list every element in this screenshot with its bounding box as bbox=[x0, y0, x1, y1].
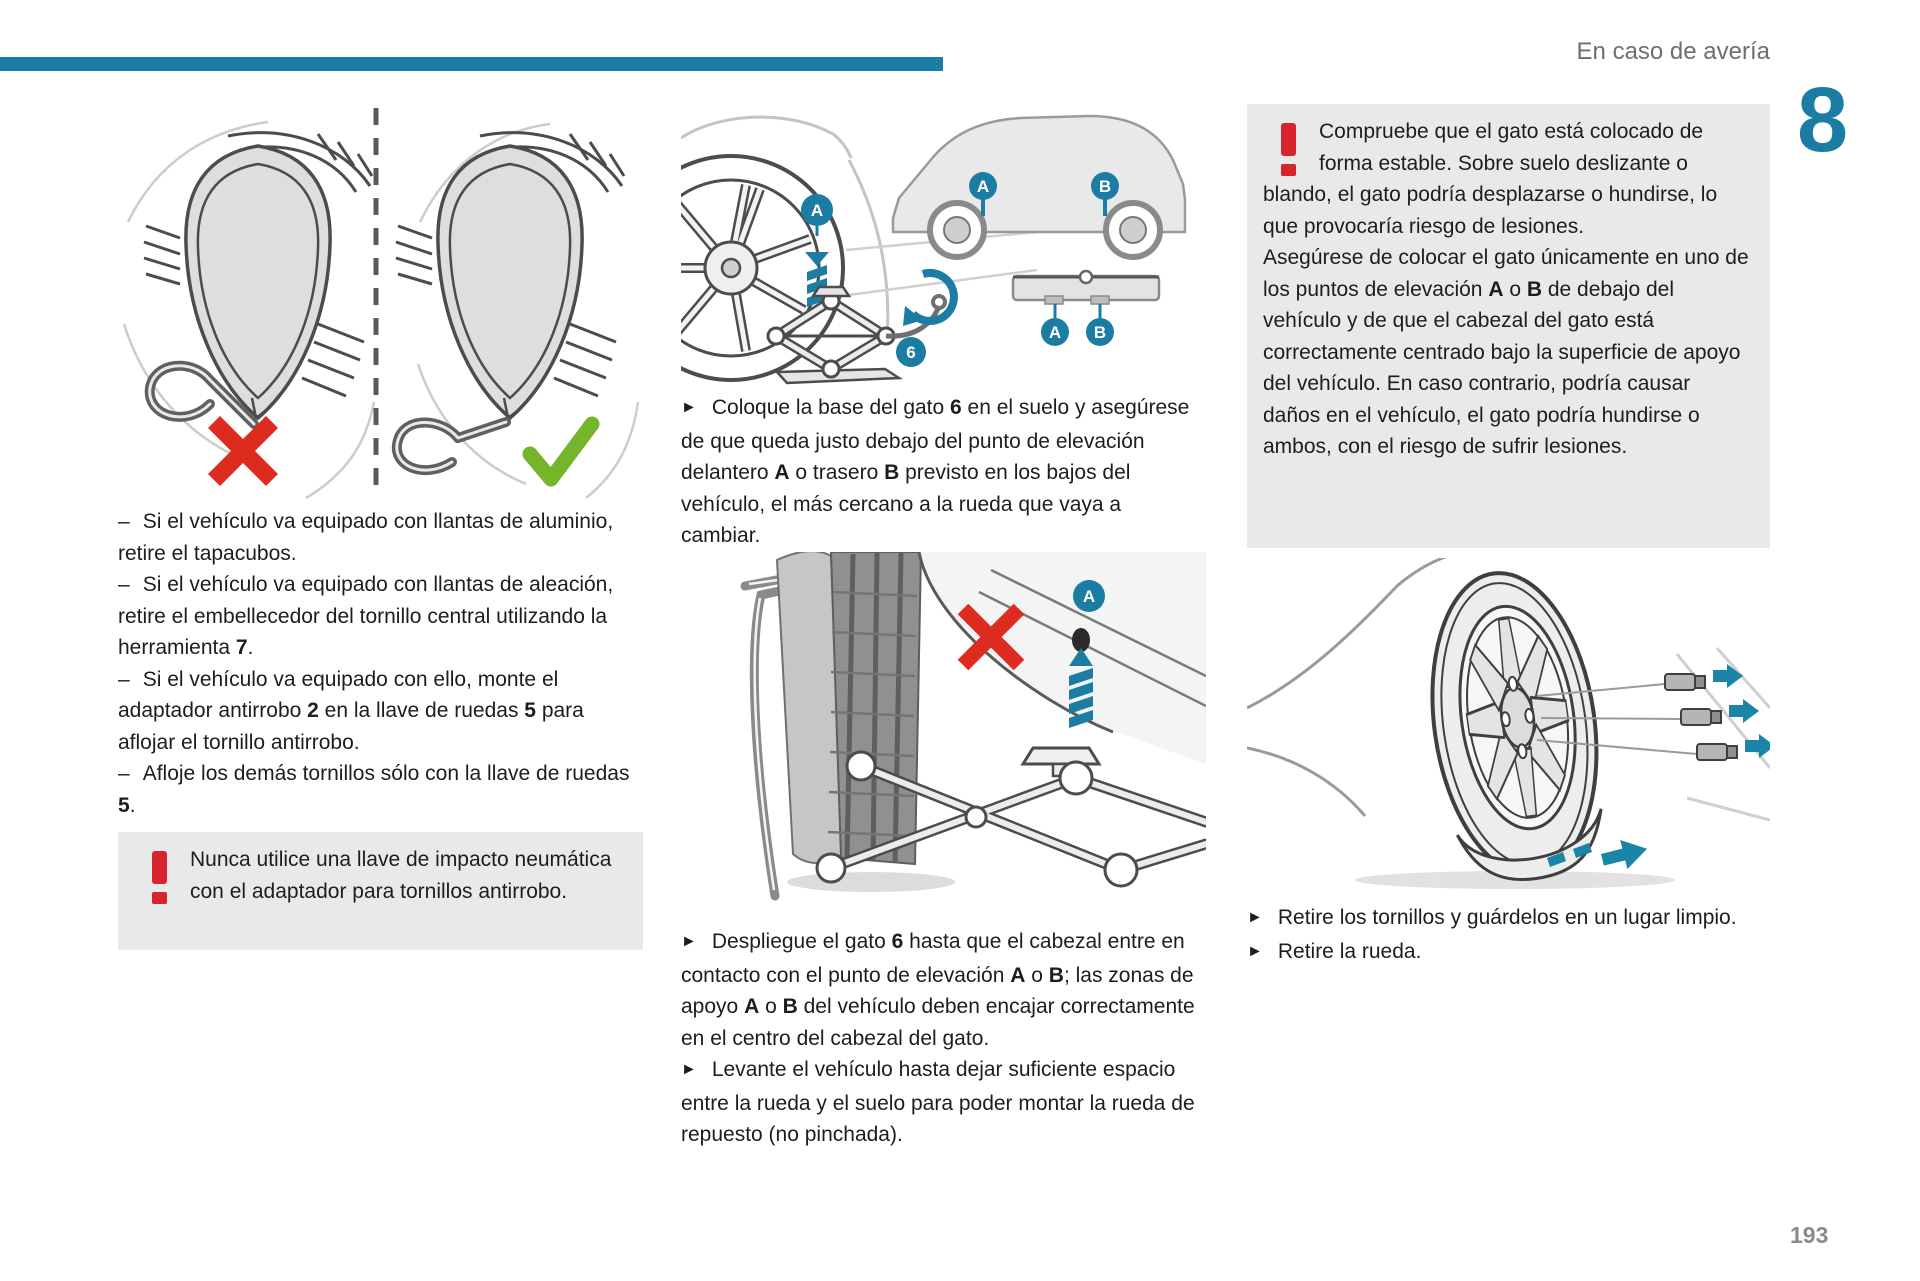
figure-hubcap-removal bbox=[118, 102, 643, 504]
middle-column-steps-1: ►Coloque la base del gato 6 en el suelo … bbox=[681, 392, 1206, 552]
step-item: ►Despliegue el gato 6 hasta que el cabez… bbox=[681, 926, 1206, 1054]
wheel-bolts bbox=[1664, 673, 1738, 761]
scissor-jack bbox=[766, 285, 947, 385]
marker-a: A bbox=[1083, 587, 1095, 606]
step-arrow-icon: ► bbox=[1247, 909, 1263, 926]
page-number: 193 bbox=[1790, 1222, 1829, 1248]
step-text: Levante el vehículo hasta dejar suficien… bbox=[681, 1058, 1195, 1146]
bullet-item: –Si el vehículo va equipado con llantas … bbox=[118, 569, 643, 664]
warning-text: Nunca utilice una llave de impacto neumá… bbox=[190, 848, 612, 903]
x-mark-icon bbox=[957, 603, 1025, 671]
warning-paragraph: Asegúrese de colocar el gato únicamente … bbox=[1263, 246, 1749, 458]
car-silhouette: A B bbox=[891, 114, 1187, 260]
bullet-text: Afloje los demás tornillos sólo con la l… bbox=[118, 762, 630, 817]
crank-rotation-arrow bbox=[903, 269, 958, 326]
step-arrow-icon: ► bbox=[1247, 942, 1263, 960]
marker-a: A bbox=[1049, 323, 1061, 342]
step-item: ►Coloque la base del gato 6 en el suelo … bbox=[681, 392, 1206, 552]
marker-b: B bbox=[1094, 323, 1106, 342]
bolt-leader-lines bbox=[1536, 683, 1698, 755]
bullet-text: Si el vehículo va equipado con ello, mon… bbox=[118, 667, 584, 754]
dash-bullet-icon: – bbox=[118, 667, 130, 691]
removal-direction-arrows bbox=[1547, 664, 1770, 870]
right-column-steps: ► Retire los tornillos y guárdelos en un … bbox=[1247, 902, 1770, 969]
marker-6: 6 bbox=[906, 343, 915, 362]
removal-tool-correct bbox=[391, 417, 511, 476]
step-arrow-icon: ► bbox=[681, 399, 697, 416]
figure-jack-placement: A bbox=[681, 100, 1206, 388]
x-mark-icon bbox=[207, 415, 279, 487]
dash-bullet-icon: – bbox=[118, 762, 130, 785]
warning-icon bbox=[1271, 120, 1315, 178]
jack-placement-illustration: A bbox=[681, 114, 1187, 385]
removal-tool-wrong bbox=[144, 360, 259, 429]
tire-tread bbox=[775, 552, 955, 892]
warning-paragraph: Compruebe que el gato está colocado de f… bbox=[1263, 120, 1718, 238]
middle-column-steps-2: ►Despliegue el gato 6 hasta que el cabez… bbox=[681, 926, 1206, 1151]
jack-positioning-illustration: A bbox=[740, 552, 1206, 901]
flat-tire bbox=[1430, 571, 1603, 881]
chapter-number: 8 bbox=[1797, 69, 1849, 171]
warning-box-impact-wrench: Nunca utilice una llave de impacto neumá… bbox=[118, 832, 643, 950]
bullet-item: –Si el vehículo va equipado con ello, mo… bbox=[118, 664, 643, 759]
step-item: ►Levante el vehículo hasta dejar suficie… bbox=[681, 1054, 1206, 1151]
accent-bar bbox=[0, 57, 943, 71]
bullet-item: –Afloje los demás tornillos sólo con la … bbox=[118, 758, 643, 821]
step-text: Coloque la base del gato 6 en el suelo y… bbox=[681, 396, 1190, 547]
dash-bullet-icon: – bbox=[118, 573, 130, 596]
bullet-item: –Si el vehículo va equipado con llantas … bbox=[118, 506, 643, 569]
hubcap-removal-illustration bbox=[122, 108, 640, 500]
marker-a: A bbox=[977, 177, 989, 196]
step-arrow-icon: ► bbox=[681, 1061, 697, 1078]
wheel-removal-illustration bbox=[1247, 558, 1770, 889]
step-item: ► Retire los tornillos y guárdelos en un … bbox=[1247, 902, 1770, 936]
step-arrow-icon: ► bbox=[681, 933, 697, 950]
step-text: Despliegue el gato 6 hasta que el cabeza… bbox=[681, 930, 1195, 1050]
section-header: En caso de avería bbox=[1576, 38, 1770, 65]
warning-box-jack-stability: Compruebe que el gato está colocado de f… bbox=[1247, 104, 1770, 548]
step-text: Retire los tornillos y guárdelos en un l… bbox=[1277, 906, 1737, 929]
left-column-instructions: –Si el vehículo va equipado con llantas … bbox=[118, 506, 643, 821]
dash-bullet-icon: – bbox=[118, 510, 130, 533]
check-mark-icon bbox=[522, 416, 600, 487]
body-sill bbox=[891, 552, 1206, 764]
figure-jack-positioning: A bbox=[681, 552, 1206, 904]
scissor-jack-head bbox=[815, 746, 1206, 888]
figure-wheel-removal bbox=[1247, 558, 1770, 890]
marker-b: B bbox=[1099, 177, 1111, 196]
step-item: ► Retire la rueda. bbox=[1247, 936, 1770, 970]
marker-a: A bbox=[811, 201, 823, 220]
underbody-sill: A B bbox=[1011, 269, 1161, 346]
lift-point-a-indicator: A bbox=[1069, 580, 1105, 728]
step-text: Retire la rueda. bbox=[1277, 939, 1422, 963]
jack-number-indicator: 6 bbox=[896, 337, 926, 367]
warning-icon bbox=[142, 848, 186, 906]
bullet-text: Si el vehículo va equipado con llantas d… bbox=[118, 573, 614, 659]
bullet-text: Si el vehículo va equipado con llantas d… bbox=[118, 510, 614, 565]
